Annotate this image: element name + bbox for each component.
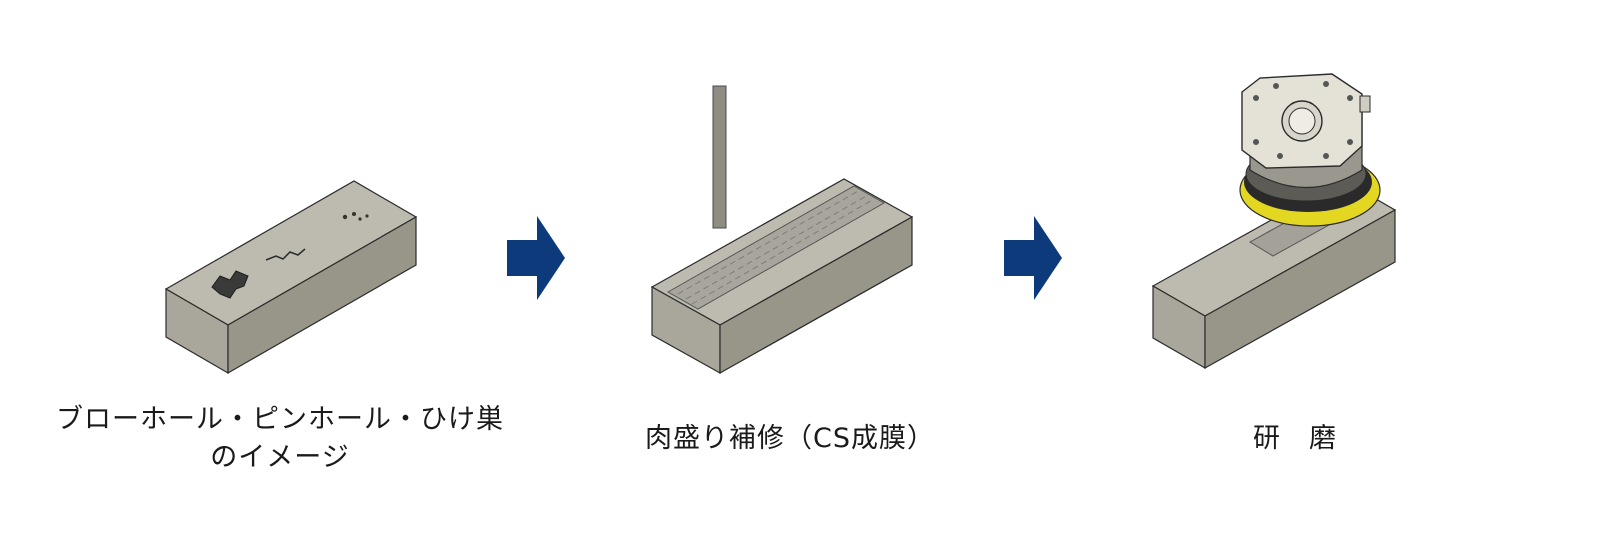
step-caption: 肉盛り補修（CS成膜） [550,420,1030,458]
caption-line: 研 磨 [1253,423,1337,454]
arrow-right-icon [1004,216,1062,300]
step-caption: ブローホール・ピンホール・ひけ巣 のイメージ [0,401,560,477]
step-defect: ブローホール・ピンホール・ひけ巣 のイメージ [0,0,520,552]
polishing-illustration [1151,73,1397,370]
caption-line: 肉盛り補修（CS成膜） [645,423,935,454]
pinhole-marks [342,212,369,221]
deposit-texture [677,189,875,305]
caption-line: ブローホール・ピンホール・ひけ巣 [56,404,504,435]
caption-line: のイメージ [210,442,350,473]
step-polishing: 研 磨 [1110,0,1580,552]
block-side-face [227,215,417,375]
blowhole-mark [211,270,249,299]
polisher-tool [1239,73,1381,227]
buildup-block-illustration [650,85,914,375]
spray-nozzle [712,85,727,229]
defect-block-illustration [164,180,418,375]
block-side-face [1204,208,1396,370]
step-buildup: 肉盛り補修（CS成膜） [560,0,1020,552]
crack-mark [265,248,306,261]
step-caption: 研 磨 [1110,420,1480,458]
block-side-face [719,215,913,375]
arrow-right-icon [507,216,565,300]
tool-bolts [1253,81,1353,159]
